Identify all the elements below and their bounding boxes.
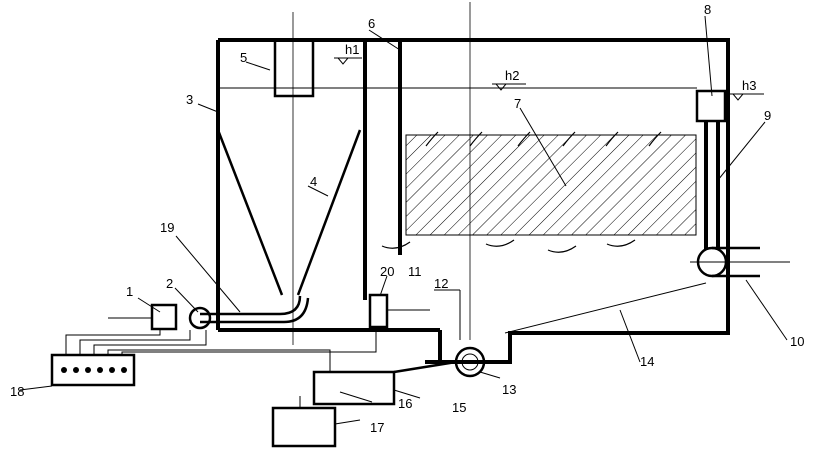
callout-1: 1 — [126, 284, 133, 299]
tank-17 — [271, 406, 337, 448]
inlet-pipe-inner — [200, 297, 310, 324]
sludge-line — [393, 360, 457, 374]
callout-8: 8 — [704, 2, 711, 17]
callout-4: 4 — [310, 174, 317, 189]
callout-15: 15 — [452, 400, 466, 415]
callout-17: 17 — [370, 420, 384, 435]
sludge-tank-15 — [312, 370, 396, 406]
inlet-pipe — [200, 295, 302, 316]
callout-16: 16 — [398, 396, 412, 411]
filter-media-bed — [405, 134, 697, 236]
callout-3: 3 — [186, 92, 193, 107]
controller-dots — [61, 367, 127, 373]
settler-cone — [216, 129, 362, 296]
overflow-trough — [695, 89, 727, 123]
level-marker-h2: h2 — [492, 68, 526, 91]
filter-media-arcs — [381, 131, 662, 253]
control-lines — [65, 330, 377, 372]
pump-1 — [150, 303, 178, 331]
filter-tank-wall — [218, 38, 730, 364]
callout-10: 10 — [790, 334, 804, 349]
callout-18: 18 — [10, 384, 24, 399]
leader-lines — [19, 15, 788, 425]
callout-7: 7 — [514, 96, 521, 111]
sloped-bottom — [504, 282, 707, 334]
callout-20: 20 — [380, 264, 394, 279]
controller-18 — [50, 353, 136, 387]
callout-12: 12 — [434, 276, 448, 291]
sludge-collector-inner — [461, 353, 479, 371]
dosing-unit — [368, 293, 389, 329]
callout-19: 19 — [160, 220, 174, 235]
callout-11: 11 — [408, 264, 422, 279]
callout-5: 5 — [240, 50, 247, 65]
callout-2: 2 — [166, 276, 173, 291]
central-feed-pipe — [273, 40, 315, 98]
level-marker-h1: h1 — [334, 42, 362, 65]
callout-9: 9 — [764, 108, 771, 123]
callout-14: 14 — [640, 354, 654, 369]
callout-13: 13 — [502, 382, 516, 397]
level-label-h1: h1 — [345, 42, 359, 57]
callout-6: 6 — [368, 16, 375, 31]
level-label-h2: h2 — [505, 68, 519, 83]
level-marker-h3: h3 — [729, 78, 764, 101]
level-label-h3: h3 — [742, 78, 756, 93]
pump-2 — [188, 306, 212, 330]
